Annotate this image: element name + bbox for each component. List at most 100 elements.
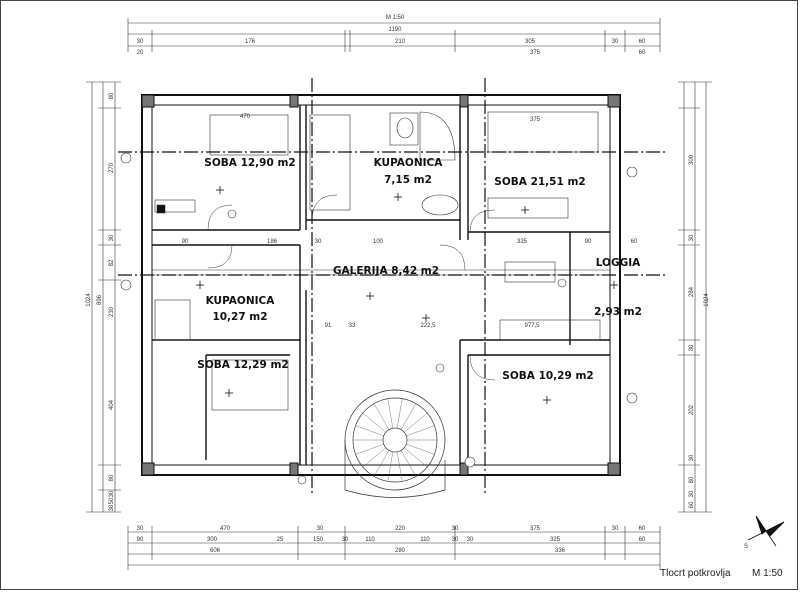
room-kupaonica-1: KUPAONICA bbox=[374, 157, 444, 169]
bot-dim-r2-10: 325 bbox=[550, 537, 561, 543]
room-soba-4: SOBA 10,29 m2 bbox=[502, 370, 593, 382]
stair-tread bbox=[406, 443, 435, 455]
fixtures bbox=[152, 111, 610, 411]
bot-dim-r1-7: 30 bbox=[612, 526, 619, 532]
room-soba-2: SOBA 21,51 m2 bbox=[494, 176, 585, 188]
stair-tread bbox=[362, 412, 386, 433]
room-loggia-area: 2,93 m2 bbox=[594, 306, 642, 318]
right-dim-2: 30 bbox=[689, 234, 695, 241]
bottom-dims-row3: 606 280 336 bbox=[210, 548, 566, 554]
stair-tread bbox=[396, 451, 403, 482]
left-dim-1: 80 bbox=[109, 92, 115, 99]
bottom-dimension-lines bbox=[127, 526, 661, 570]
left-overall-1: 1024 bbox=[86, 293, 92, 307]
bot-dim-r2-2: 300 bbox=[207, 537, 218, 543]
section-axis-lines bbox=[118, 78, 665, 495]
bot-dim-r2-6: 110 bbox=[365, 537, 375, 543]
room-galerija: GALERIJA 8,42 m2 bbox=[333, 265, 439, 277]
interior-walls bbox=[152, 105, 610, 465]
bot-dim-r1-8: 60 bbox=[639, 526, 646, 532]
bot-dim-r2-4: 150 bbox=[313, 537, 324, 543]
top-dim-r1-4: 305 bbox=[525, 39, 536, 45]
inner-dim-1: 470 bbox=[240, 114, 251, 120]
stair-tread bbox=[387, 398, 394, 429]
stair-tread bbox=[373, 403, 390, 430]
right-dim-9: 60 bbox=[689, 501, 695, 508]
top-dim-scale-label: M 1:50 bbox=[386, 15, 405, 21]
inner-dim-12: 33 bbox=[349, 323, 356, 329]
right-dim-7: 80 bbox=[689, 476, 695, 483]
right-dim-1: 300 bbox=[689, 154, 695, 165]
inner-dim-4: 186 bbox=[267, 239, 278, 245]
inner-dim-9: 977,5 bbox=[524, 323, 540, 329]
top-dim-r1-6: 60 bbox=[639, 39, 646, 45]
top-dim-r1-5: 30 bbox=[612, 39, 619, 45]
bot-dim-r2-9: 30 bbox=[467, 537, 474, 543]
stair-tread bbox=[400, 450, 417, 477]
inner-dim-10: 222,5 bbox=[420, 323, 436, 329]
compass-icon bbox=[747, 515, 785, 547]
stair-tread bbox=[373, 450, 390, 477]
top-dim-r1-3: 210 bbox=[395, 39, 406, 45]
left-dim-10: 30 bbox=[109, 504, 115, 511]
top-dim-r2-2: 375 bbox=[530, 50, 541, 56]
right-dimension-lines bbox=[678, 81, 712, 513]
top-dim-r2-1: 20 bbox=[137, 50, 144, 56]
bot-dim-r1-1: 30 bbox=[137, 526, 144, 532]
left-dim-6: 404 bbox=[109, 399, 115, 410]
left-dim-4: 82 bbox=[109, 259, 115, 266]
stair-tread bbox=[355, 425, 384, 437]
left-dim-7: 80 bbox=[109, 474, 115, 481]
top-dimension-lines bbox=[127, 18, 661, 52]
spiral-staircase bbox=[344, 389, 446, 498]
left-dimension-lines bbox=[86, 81, 121, 513]
right-overall: 1024 bbox=[704, 293, 710, 307]
stair-tread bbox=[396, 398, 403, 429]
right-dim-4: 30 bbox=[689, 344, 695, 351]
bot-dim-r3-2: 280 bbox=[395, 548, 406, 554]
bot-dim-r3-3: 336 bbox=[555, 548, 566, 554]
stair-tread bbox=[406, 425, 435, 437]
room-soba-1: SOBA 12,90 m2 bbox=[204, 157, 295, 169]
stair-treads bbox=[353, 398, 437, 482]
stair-tread bbox=[387, 451, 394, 482]
inner-dim-5: 100 bbox=[373, 239, 384, 245]
bot-dim-r2-8: 30 bbox=[452, 537, 459, 543]
bot-dim-r1-4: 220 bbox=[395, 526, 406, 532]
inner-dim-7: 90 bbox=[585, 239, 592, 245]
left-overall-2: 896 bbox=[97, 294, 103, 305]
stair-tread bbox=[404, 447, 428, 468]
bot-dim-r2-1: 90 bbox=[137, 537, 144, 543]
bot-dim-r1-3: 30 bbox=[317, 526, 324, 532]
room-soba-3: SOBA 12,29 m2 bbox=[197, 359, 288, 371]
room-kupaonica-2: KUPAONICA bbox=[206, 295, 276, 307]
right-dim-8: 30 bbox=[689, 490, 695, 497]
drawing-scale: M 1:50 bbox=[752, 568, 783, 579]
bot-dim-r2-7: 110 bbox=[420, 537, 430, 543]
level-markers bbox=[196, 186, 618, 404]
axis-markers bbox=[120, 152, 638, 485]
room-loggia: LOGGIA bbox=[596, 257, 641, 269]
inner-dim-6: 325 bbox=[517, 239, 528, 245]
bot-dim-r2-5: 30 bbox=[342, 537, 349, 543]
left-dim-3: 30 bbox=[109, 234, 115, 241]
right-dim-6: 30 bbox=[689, 454, 695, 461]
inner-dim-13: 30 bbox=[315, 239, 322, 245]
bot-dim-r3-1: 606 bbox=[210, 548, 221, 554]
stair-tread bbox=[404, 412, 428, 433]
right-dim-5: 202 bbox=[689, 404, 695, 415]
top-dim-overall: 1190 bbox=[389, 27, 403, 33]
inner-dim-11: 91 bbox=[325, 323, 332, 329]
room-kupaonica-2-area: 10,27 m2 bbox=[212, 311, 267, 323]
drawing-title: Tlocrt potkrovlja bbox=[660, 568, 731, 579]
left-dim-2: 270 bbox=[109, 162, 115, 173]
bot-dim-r2-3: 25 bbox=[277, 537, 284, 543]
bot-dim-r1-6: 375 bbox=[530, 526, 541, 532]
